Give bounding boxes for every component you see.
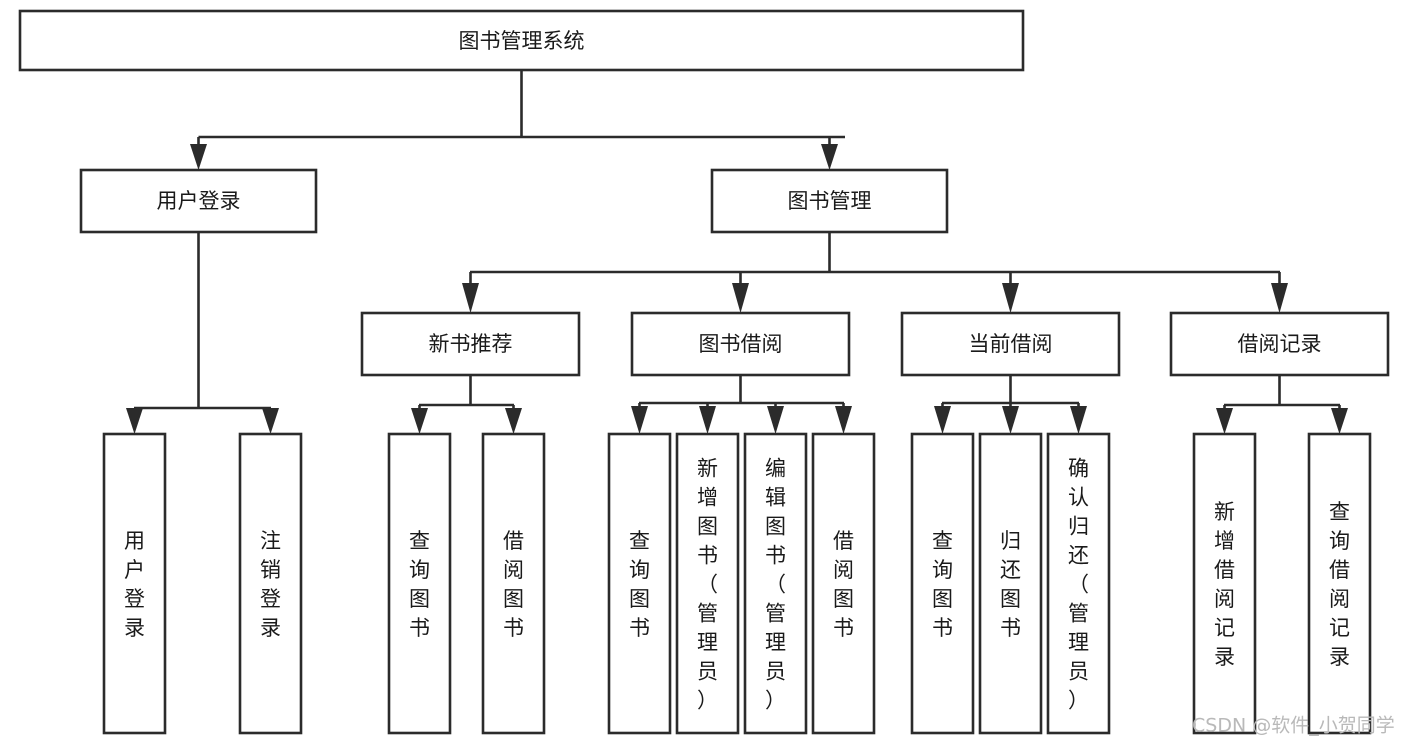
node-label-borrow-record: 借阅记录 bbox=[1238, 332, 1322, 356]
arrow-head-new-book-rec bbox=[462, 283, 479, 313]
node-label-leaf-user-login: 用户登录 bbox=[124, 529, 145, 640]
node-label-leaf-query-book-c: 查询图书 bbox=[932, 529, 953, 640]
node-current-borrow[interactable]: 当前借阅 bbox=[900, 311, 1121, 377]
node-box-leaf-confirm-return-admin[interactable] bbox=[1046, 432, 1111, 735]
arrow-head-borrow-record bbox=[1271, 283, 1288, 313]
node-box-leaf-edit-book-admin[interactable] bbox=[743, 432, 808, 735]
arrow-head-leaf-confirm-return bbox=[1070, 406, 1087, 434]
node-box-new-book-recommend[interactable] bbox=[360, 311, 581, 377]
node-box-current-borrow[interactable] bbox=[900, 311, 1121, 377]
node-label-leaf-add-record: 新增借阅记录 bbox=[1214, 500, 1235, 669]
connector-layer bbox=[126, 70, 1348, 434]
node-box-leaf-query-record[interactable] bbox=[1307, 432, 1372, 735]
node-leaf-logout[interactable]: 注销登录 bbox=[238, 432, 303, 735]
node-label-leaf-query-book-b: 查询图书 bbox=[629, 529, 650, 640]
node-box-leaf-logout[interactable] bbox=[238, 432, 303, 735]
node-label-user-login: 用户登录 bbox=[157, 189, 241, 213]
node-leaf-borrow-book-b[interactable]: 借阅图书 bbox=[811, 432, 876, 735]
node-label-leaf-add-book-admin: 新增图书（管理员） bbox=[697, 457, 718, 713]
node-leaf-query-book-b[interactable]: 查询图书 bbox=[607, 432, 672, 735]
node-box-leaf-borrow-book-b[interactable] bbox=[811, 432, 876, 735]
node-leaf-query-record[interactable]: 查询借阅记录 bbox=[1307, 432, 1372, 735]
node-box-user-login[interactable] bbox=[79, 168, 318, 234]
node-box-leaf-user-login[interactable] bbox=[102, 432, 167, 735]
node-book-borrow[interactable]: 图书借阅 bbox=[630, 311, 851, 377]
node-borrow-record[interactable]: 借阅记录 bbox=[1169, 311, 1390, 377]
node-box-leaf-add-book-admin[interactable] bbox=[675, 432, 740, 735]
arrow-head-user-login bbox=[190, 144, 207, 170]
node-box-leaf-add-record[interactable] bbox=[1192, 432, 1257, 735]
node-box-leaf-return-book[interactable] bbox=[978, 432, 1043, 735]
node-leaf-query-book-a[interactable]: 查询图书 bbox=[387, 432, 452, 735]
node-label-leaf-logout: 注销登录 bbox=[260, 529, 281, 640]
node-leaf-borrow-book-a[interactable]: 借阅图书 bbox=[481, 432, 546, 735]
node-label-book-manage: 图书管理 bbox=[788, 189, 872, 213]
arrow-head-current-borrow bbox=[1002, 283, 1019, 313]
node-box-leaf-query-book-a[interactable] bbox=[387, 432, 452, 735]
arrow-head-leaf-logout bbox=[262, 408, 279, 434]
node-user-login[interactable]: 用户登录 bbox=[79, 168, 318, 234]
arrow-head-leaf-return-book bbox=[1002, 406, 1019, 434]
node-leaf-query-book-c[interactable]: 查询图书 bbox=[910, 432, 975, 735]
node-label-book-borrow: 图书借阅 bbox=[699, 332, 783, 356]
node-leaf-return-book[interactable]: 归还图书 bbox=[978, 432, 1043, 735]
node-leaf-edit-book-admin[interactable]: 编辑图书（管理员） bbox=[743, 432, 808, 735]
arrow-head-leaf-add-record bbox=[1216, 408, 1233, 434]
node-label-leaf-return-book: 归还图书 bbox=[1000, 529, 1021, 640]
watermark-label: CSDN @软件_小贺同学 bbox=[1192, 715, 1395, 737]
node-label-root: 图书管理系统 bbox=[459, 29, 585, 53]
node-box-root[interactable] bbox=[18, 9, 1025, 72]
arrow-head-leaf-edit-book bbox=[767, 406, 784, 434]
node-leaf-user-login[interactable]: 用户登录 bbox=[102, 432, 167, 735]
node-label-leaf-query-record: 查询借阅记录 bbox=[1329, 500, 1350, 669]
node-root-title[interactable]: 图书管理系统 bbox=[18, 9, 1025, 72]
node-label-new-book-recommend: 新书推荐 bbox=[429, 332, 513, 356]
arrow-head-book-manage bbox=[821, 144, 838, 170]
node-leaf-add-book-admin[interactable]: 新增图书（管理员） bbox=[675, 432, 740, 735]
node-label-leaf-borrow-book-b: 借阅图书 bbox=[833, 529, 854, 640]
node-box-leaf-query-book-b[interactable] bbox=[607, 432, 672, 735]
arrow-head-leaf-query-record bbox=[1331, 408, 1348, 434]
node-label-leaf-edit-book-admin: 编辑图书（管理员） bbox=[765, 457, 786, 713]
arrow-head-leaf-query-book-c bbox=[934, 406, 951, 434]
node-label-leaf-confirm-return-admin: 确认归还（管理员） bbox=[1068, 457, 1089, 713]
arrow-head-leaf-borrow-book-a bbox=[505, 408, 522, 434]
arrow-head-leaf-query-book-b bbox=[631, 406, 648, 434]
arrow-head-leaf-user-login bbox=[126, 408, 143, 434]
node-box-borrow-record[interactable] bbox=[1169, 311, 1390, 377]
node-box-leaf-borrow-book-a[interactable] bbox=[481, 432, 546, 735]
arrow-head-leaf-add-book bbox=[699, 406, 716, 434]
node-label-current-borrow: 当前借阅 bbox=[969, 332, 1053, 356]
node-box-book-manage[interactable] bbox=[710, 168, 949, 234]
arrow-head-book-borrow bbox=[732, 283, 749, 313]
node-leaf-confirm-return-admin[interactable]: 确认归还（管理员） bbox=[1046, 432, 1111, 735]
node-leaf-add-record[interactable]: 新增借阅记录 bbox=[1192, 432, 1257, 735]
arrow-head-leaf-query-book-a bbox=[411, 408, 428, 434]
node-box-leaf-query-book-c[interactable] bbox=[910, 432, 975, 735]
node-book-manage[interactable]: 图书管理 bbox=[710, 168, 949, 234]
node-label-leaf-borrow-book-a: 借阅图书 bbox=[503, 529, 524, 640]
node-new-book-recommend[interactable]: 新书推荐 bbox=[360, 311, 581, 377]
node-box-book-borrow[interactable] bbox=[630, 311, 851, 377]
arrow-head-leaf-borrow-book-b bbox=[835, 406, 852, 434]
node-label-leaf-query-book-a: 查询图书 bbox=[409, 529, 430, 640]
